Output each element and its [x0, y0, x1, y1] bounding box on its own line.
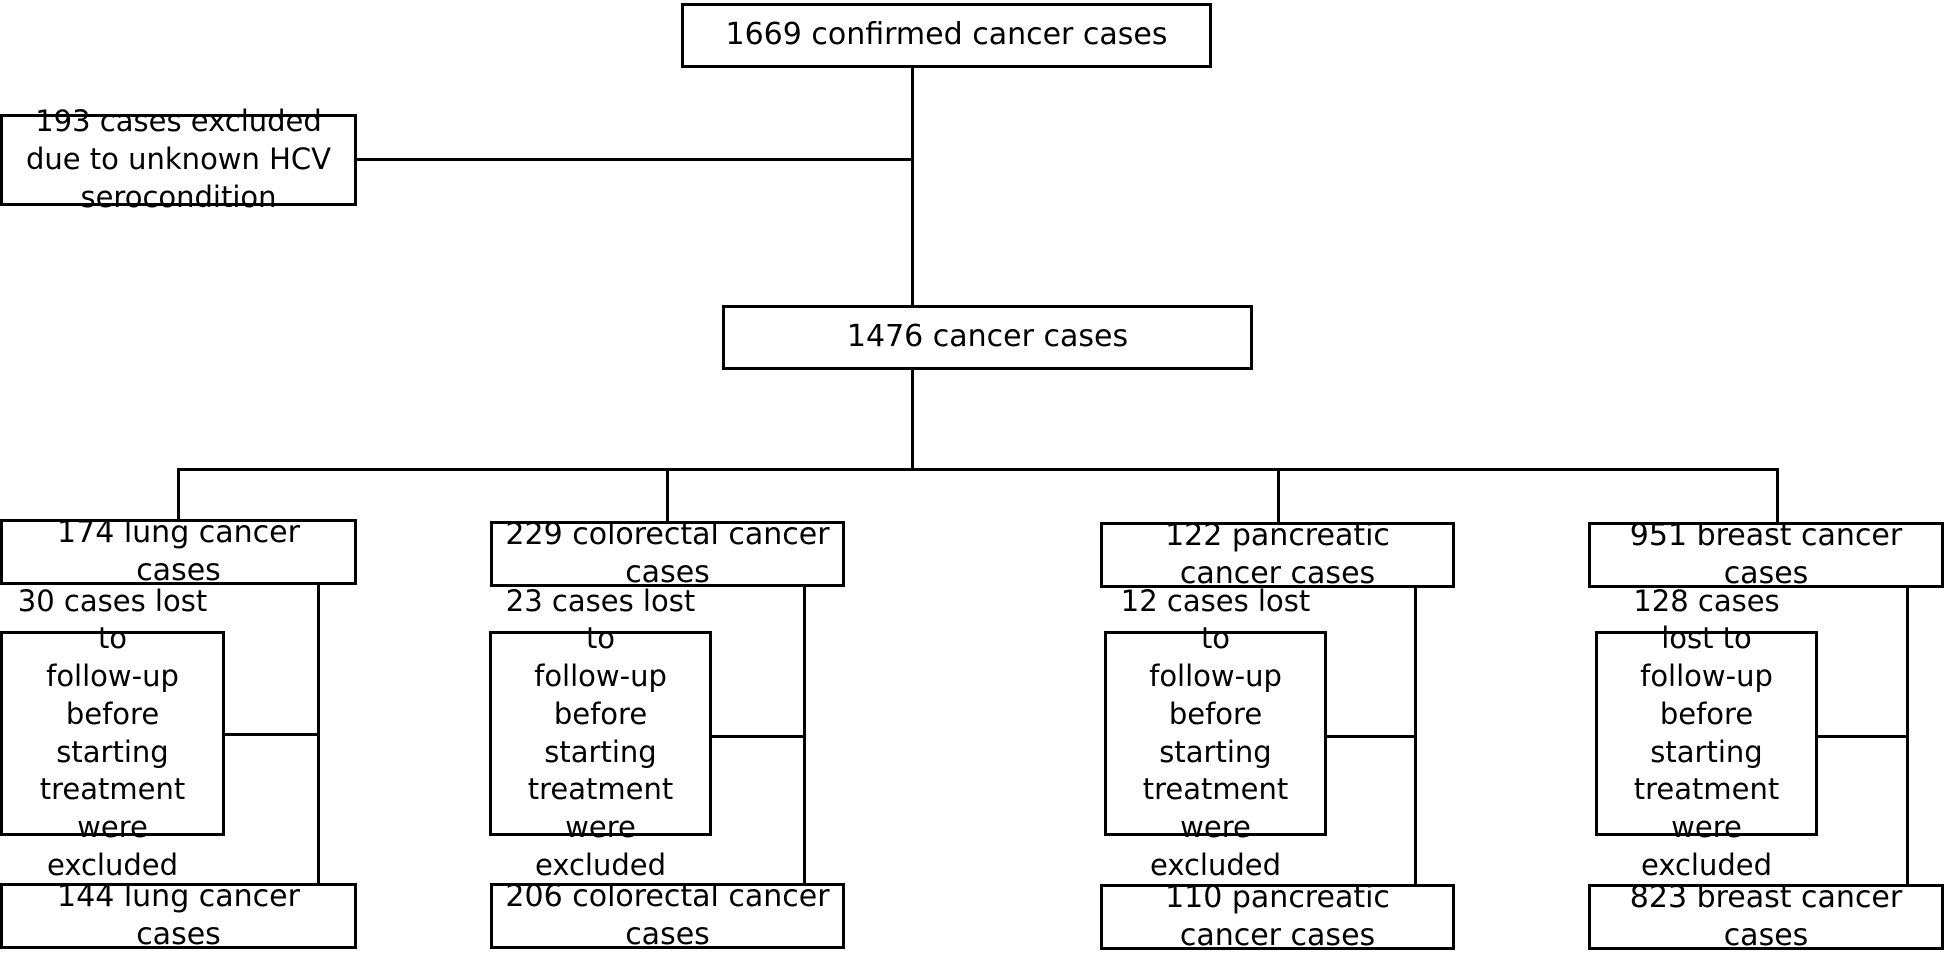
node-total-confirmed-cases: 1669 confirmed cancer cases	[681, 3, 1212, 68]
node-pancreatic-excluded-line-2: follow-up before	[1149, 659, 1282, 731]
node-pancreatic-initial-label: 122 pancreatic cancer cases	[1165, 517, 1390, 591]
node-breast-excluded-line-4: were excluded	[1640, 809, 1773, 882]
node-breast-excluded: 128 cases lost to follow-up before start…	[1595, 584, 1818, 882]
node-breast-initial-label: 951 breast cancer cases	[1629, 517, 1903, 591]
connector-eligible-to-distribution-bar	[911, 370, 914, 468]
node-breast-initial: 951 breast cancer cases	[1588, 518, 1944, 591]
distribution-bar	[177, 468, 1779, 471]
node-breast-final: 823 breast cancer cases	[1588, 880, 1944, 953]
node-eligible-cancer-cases: 1476 cancer cases	[722, 305, 1253, 370]
connector-bar-to-colorectal	[666, 468, 669, 522]
node-lung-initial-label: 174 lung cancer cases	[57, 514, 300, 588]
node-pancreatic-excluded-line-4: were excluded	[1149, 809, 1282, 882]
node-total-confirmed-cases-label: 1669 confirmed cancer cases	[725, 17, 1168, 53]
node-lung-excluded-line-1: 30 cases lost to	[17, 583, 208, 656]
node-lung-excluded-line-3: starting treatment	[39, 734, 186, 807]
node-breast-final-label: 823 breast cancer cases	[1629, 879, 1903, 953]
node-colorectal-excluded-line-4: were excluded	[534, 809, 667, 882]
node-colorectal-excluded: 23 cases lost to follow-up before starti…	[489, 584, 712, 882]
node-lung-excluded-line-2: follow-up before	[46, 659, 179, 731]
node-excluded-unknown-serocondition-label: 193 cases excluded due to unknown HCV se…	[25, 104, 332, 214]
connector-pancreatic-excluded-to-spine	[1327, 735, 1417, 738]
node-breast-excluded-line-2: follow-up before	[1640, 659, 1773, 731]
node-lung-excluded-line-4: were excluded	[46, 809, 179, 882]
connector-colorectal-excluded-to-spine	[712, 735, 806, 738]
node-lung-final-label: 144 lung cancer cases	[57, 878, 300, 952]
node-pancreatic-initial: 122 pancreatic cancer cases	[1100, 518, 1455, 591]
node-excluded-unknown-serocondition: 193 cases excluded due to unknown HCV se…	[0, 104, 357, 214]
node-colorectal-final: 206 colorectal cancer cases	[490, 879, 845, 952]
node-breast-excluded-line-3: starting treatment	[1633, 734, 1780, 807]
node-colorectal-excluded-line-2: follow-up before	[534, 659, 667, 731]
connector-lung-excluded-to-spine	[225, 733, 320, 736]
connector-bar-to-breast	[1776, 468, 1779, 522]
node-pancreatic-excluded-line-1: 12 cases lost to	[1120, 583, 1311, 656]
node-pancreatic-final: 110 pancreatic cancer cases	[1100, 880, 1455, 953]
connector-total-to-eligible	[911, 68, 914, 305]
connector-bar-to-pancreatic	[1277, 468, 1280, 522]
node-breast-excluded-line-1: 128 cases lost to	[1633, 583, 1780, 656]
connector-bar-to-lung	[177, 468, 180, 520]
node-lung-initial: 174 lung cancer cases	[0, 515, 357, 588]
node-colorectal-excluded-line-1: 23 cases lost to	[505, 583, 696, 656]
node-colorectal-excluded-line-3: starting treatment	[527, 734, 674, 807]
node-lung-final: 144 lung cancer cases	[0, 879, 357, 952]
node-eligible-cancer-cases-label: 1476 cancer cases	[846, 319, 1129, 355]
node-colorectal-initial: 229 colorectal cancer cases	[490, 517, 845, 590]
node-lung-excluded: 30 cases lost to follow-up before starti…	[0, 584, 225, 882]
node-colorectal-final-label: 206 colorectal cancer cases	[505, 878, 830, 952]
node-pancreatic-final-label: 110 pancreatic cancer cases	[1165, 879, 1390, 953]
node-colorectal-initial-label: 229 colorectal cancer cases	[505, 516, 830, 590]
node-pancreatic-excluded-line-3: starting treatment	[1142, 734, 1289, 807]
connector-breast-excluded-to-spine	[1818, 735, 1908, 738]
connector-excluded-serocondition-to-spine	[357, 158, 912, 161]
node-pancreatic-excluded: 12 cases lost to follow-up before starti…	[1104, 584, 1327, 882]
